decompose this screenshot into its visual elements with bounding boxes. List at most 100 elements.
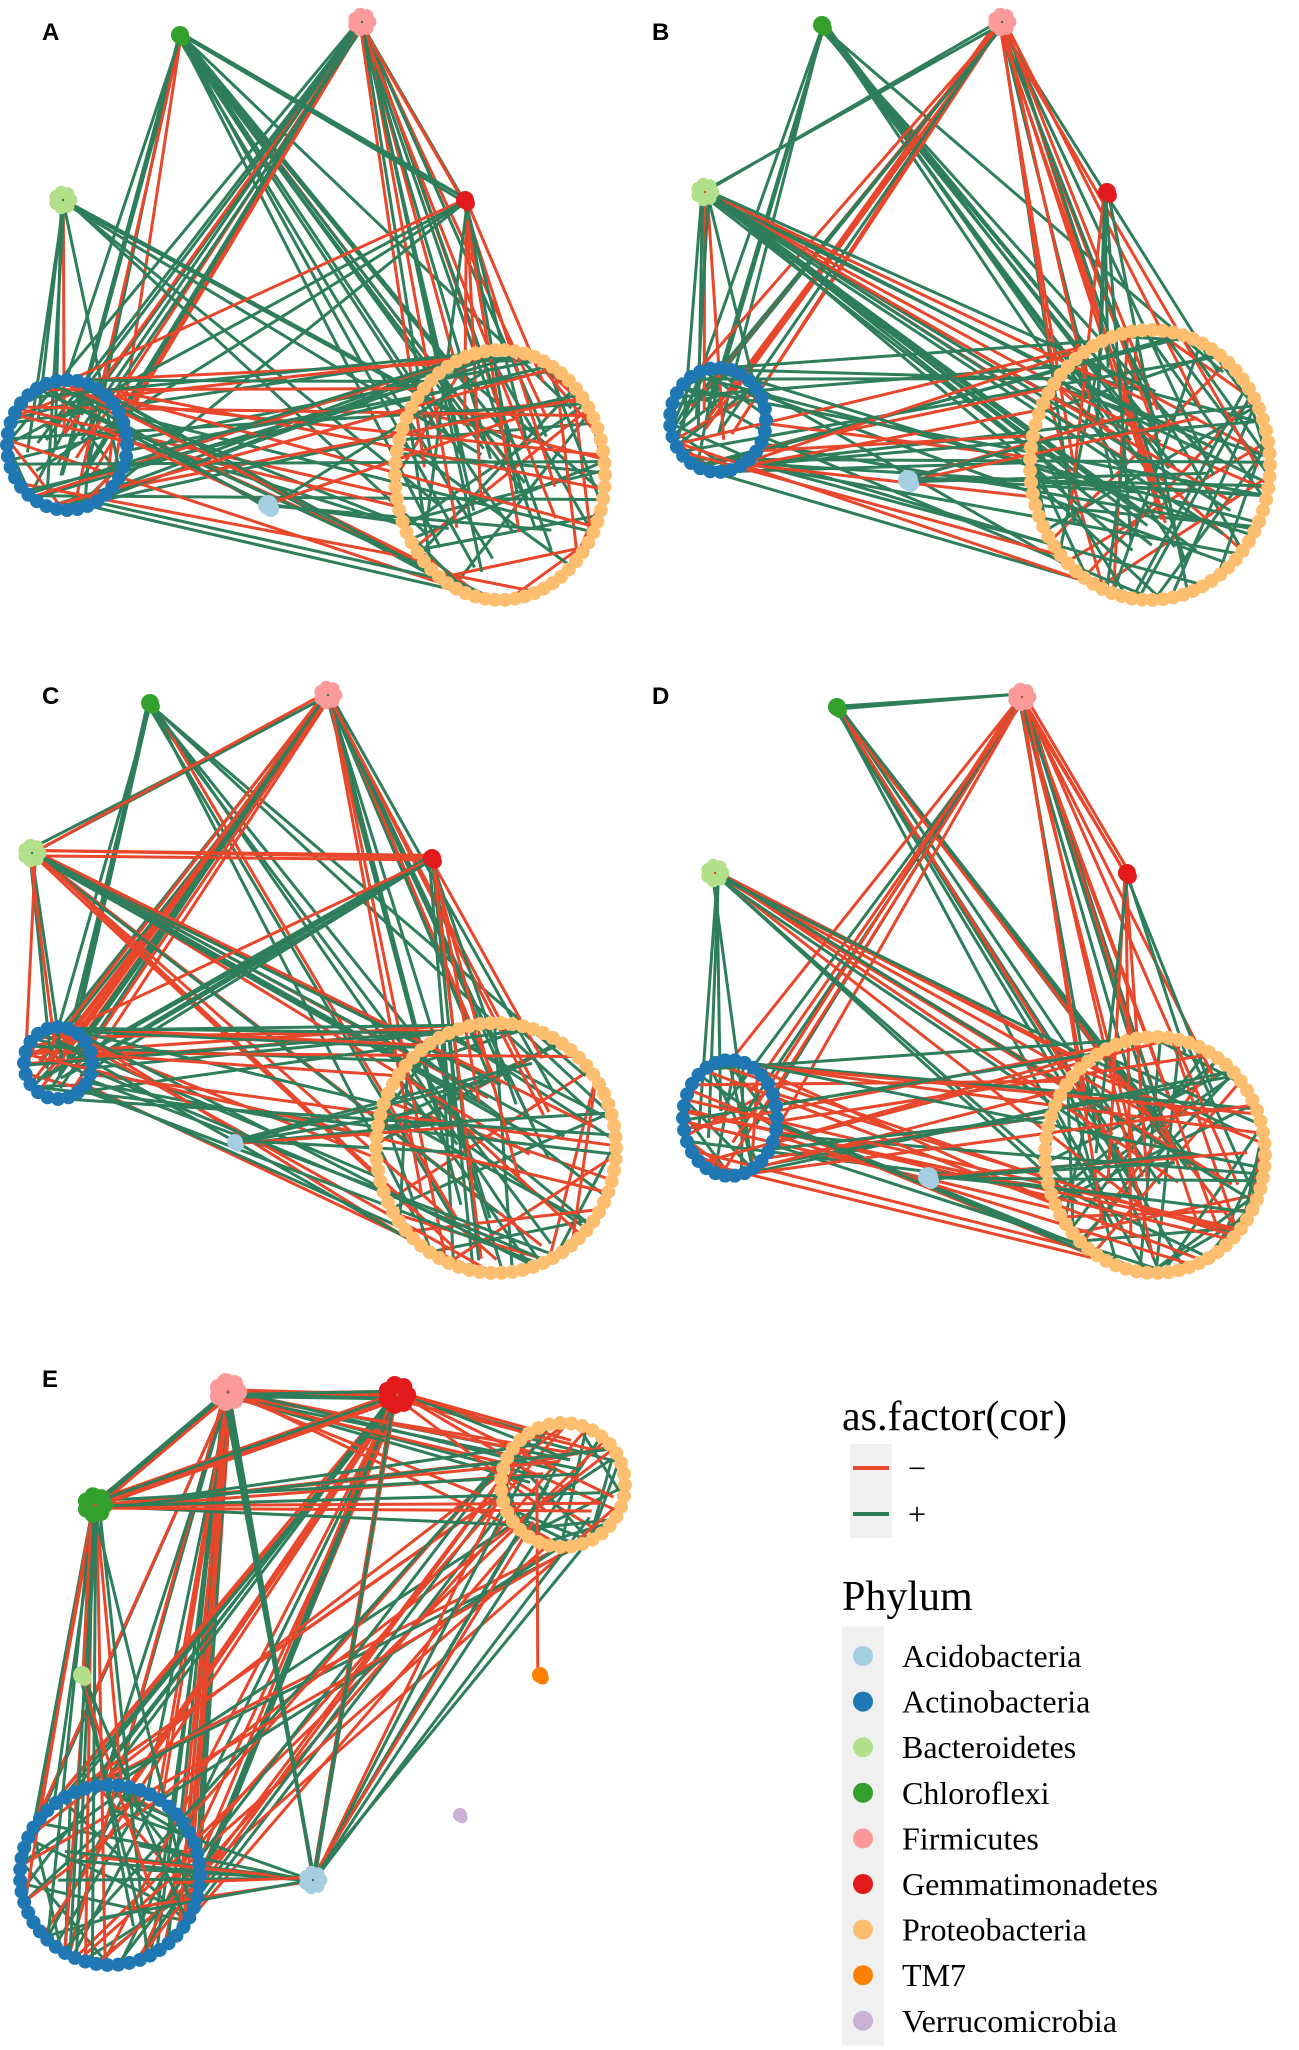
network-edge xyxy=(673,440,1140,601)
network-edge xyxy=(33,852,522,1132)
network-edge xyxy=(65,199,427,535)
node xyxy=(132,1952,147,1967)
node xyxy=(119,449,134,464)
node xyxy=(392,432,407,447)
network-edge xyxy=(704,188,1134,552)
node-cluster-verrucomicrobia xyxy=(453,1808,468,1824)
node xyxy=(564,1539,579,1554)
network-edge xyxy=(1053,1102,1255,1205)
node xyxy=(193,1868,207,1882)
network-edge xyxy=(698,333,1183,470)
node xyxy=(388,468,402,482)
node-cluster-proteobacteria xyxy=(1038,1030,1272,1280)
panel-label-e: E xyxy=(42,1366,58,1393)
network-edge xyxy=(30,848,434,860)
network-edge xyxy=(998,24,1159,425)
network-edge xyxy=(68,858,434,1076)
node xyxy=(1262,469,1277,484)
node xyxy=(676,1111,690,1125)
network-edge xyxy=(718,19,1006,433)
network-edge xyxy=(998,24,1164,521)
node-cluster-bacteroidetes xyxy=(691,177,720,207)
node xyxy=(684,1145,699,1160)
network-edge xyxy=(743,462,1034,499)
network-edge xyxy=(224,1389,397,1397)
network-edge xyxy=(25,1071,83,1091)
network-edge xyxy=(147,702,431,1057)
node xyxy=(761,1076,776,1091)
node-cluster-gemmatimonadetes xyxy=(456,191,475,211)
node xyxy=(369,1152,384,1167)
network-edge xyxy=(23,853,37,1063)
network-edge xyxy=(114,24,365,432)
network-edge xyxy=(381,1107,592,1227)
node xyxy=(542,1538,557,1553)
panel-label-c: C xyxy=(42,683,59,710)
node xyxy=(1150,1030,1165,1045)
node-cluster-proteobacteria xyxy=(388,343,612,607)
node xyxy=(122,1780,137,1795)
network-edge xyxy=(358,21,465,203)
network-edge xyxy=(1018,696,1128,876)
node-cluster-firmicutes xyxy=(314,680,343,710)
node xyxy=(119,426,134,441)
network-edge xyxy=(1111,342,1203,594)
network-edge xyxy=(702,187,1175,434)
network-edge xyxy=(329,694,447,1255)
node xyxy=(923,1173,939,1189)
node xyxy=(1028,417,1043,432)
node-cluster-chloroflexi xyxy=(171,26,190,46)
node xyxy=(1263,458,1277,472)
network-edge xyxy=(312,1466,516,1881)
network-edge xyxy=(57,36,182,402)
node xyxy=(542,1417,557,1432)
network-edge xyxy=(91,1504,194,1913)
node xyxy=(609,1141,623,1155)
network-edge xyxy=(267,502,449,531)
node xyxy=(120,438,134,452)
node xyxy=(89,1956,104,1971)
node xyxy=(759,413,773,427)
network-edge xyxy=(148,700,459,1146)
legend: as.factor(cor) − + Phylum AcidobacteriaA… xyxy=(842,1394,1158,2046)
node xyxy=(703,179,717,193)
network-edge xyxy=(1003,24,1160,411)
node-cluster-gemmatimonadetes xyxy=(423,849,442,869)
network-edge xyxy=(588,1459,621,1542)
network-edge xyxy=(715,461,1031,474)
node xyxy=(1161,1265,1176,1280)
network-edge xyxy=(35,199,469,472)
network-edge xyxy=(150,704,596,1117)
node xyxy=(14,1884,29,1899)
node xyxy=(494,1265,509,1280)
node-cluster-bacteroidetes xyxy=(701,858,730,888)
node xyxy=(1255,1125,1270,1140)
node xyxy=(14,1851,29,1866)
legend-phylum-label: Proteobacteria xyxy=(902,1912,1087,1948)
node xyxy=(617,1466,632,1481)
network-edge xyxy=(179,36,443,436)
node xyxy=(765,1134,780,1149)
node xyxy=(192,1879,207,1894)
network-edge xyxy=(679,354,1222,454)
network-edge xyxy=(308,1521,535,1882)
network-edge xyxy=(65,200,439,505)
network-edge xyxy=(1111,332,1130,594)
node xyxy=(727,1168,742,1183)
network-edge xyxy=(431,860,483,1259)
node-cluster-acidobacteria xyxy=(258,495,279,517)
node xyxy=(1041,1176,1056,1191)
network-edge xyxy=(721,1059,1264,1135)
node xyxy=(13,1873,28,1888)
node xyxy=(456,1812,468,1824)
node xyxy=(1253,1181,1268,1196)
legend-cor-key-bg xyxy=(850,1444,892,1538)
node-cluster-actinobacteria xyxy=(0,373,134,517)
network-edge xyxy=(402,468,606,523)
network-edge xyxy=(400,1391,572,1442)
network-edge xyxy=(1178,333,1272,462)
node-cluster-gemmatimonadetes xyxy=(1118,864,1137,884)
node xyxy=(1122,869,1137,884)
network-edge xyxy=(732,22,1004,394)
network-edge xyxy=(96,393,581,503)
